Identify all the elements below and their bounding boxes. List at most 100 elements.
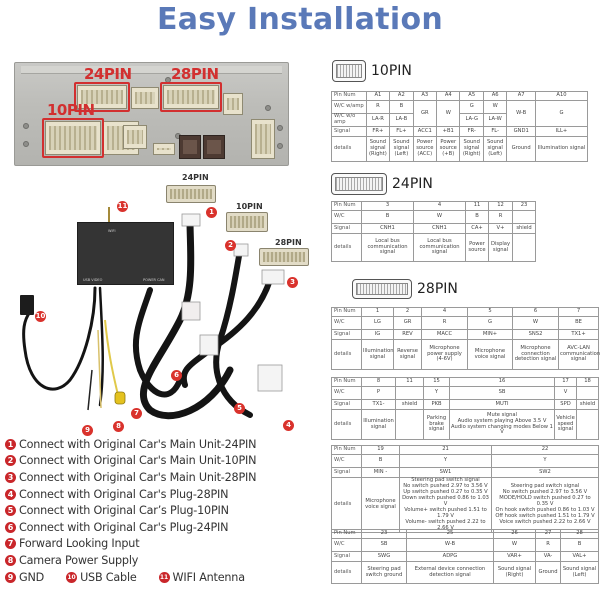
badge-6: 6 (171, 370, 182, 381)
table-cell: LA-B (389, 113, 414, 127)
table-cell: A6 (482, 91, 508, 101)
row-header: Signal (331, 467, 362, 478)
table-cell: Y (399, 454, 492, 468)
caption-24pin: 24PIN (182, 173, 209, 182)
badge-11: 11 (117, 201, 128, 212)
table-cell: 2 (393, 307, 422, 317)
table-cell: Microphone connection detection signal (512, 339, 559, 370)
table-cell: FR- (459, 126, 484, 137)
screw-icon (265, 105, 271, 111)
table-cell: 21 (399, 445, 492, 455)
highlight-28pin (160, 82, 222, 112)
table-cell: Sound signal (Left) (560, 561, 599, 584)
table-cell: 3 (361, 201, 414, 211)
row-header: details (331, 409, 362, 440)
badge-5: 5 (234, 403, 245, 414)
table-cell: B (465, 210, 489, 224)
usb-cable (22, 286, 97, 391)
table-cell: MIN+ (467, 329, 513, 340)
row-header: details (331, 477, 362, 533)
connector-28pin-icon (352, 279, 412, 299)
connector-24pin-photo (166, 185, 216, 203)
number-badge-icon: 1 (5, 438, 16, 450)
legend-text: USB Cable (80, 570, 137, 584)
table-cell: P (361, 386, 396, 400)
table-row: details Sound signal (Right)Sound signal … (331, 136, 589, 162)
port (251, 119, 275, 159)
caption-28pin: 28PIN (275, 238, 302, 247)
table-cell: Sound signal (Left) (482, 136, 508, 162)
row-header: details (331, 136, 367, 162)
legend-text: Camera Power Supply (19, 553, 139, 567)
gnd-wire (87, 369, 93, 411)
table-cell: IG (361, 329, 394, 340)
table-cell: W (436, 100, 461, 127)
table-cell: 7 (558, 307, 599, 317)
table-cell: W-B (406, 538, 494, 552)
table-cell: FR+ (365, 126, 391, 137)
table-cell: 23 (361, 529, 407, 539)
legend-text: WIFI Antenna (172, 570, 246, 584)
port (203, 135, 225, 159)
table-cell: 12 (488, 201, 513, 211)
port (223, 93, 243, 115)
table-cell: Local bus communication signal (361, 233, 414, 262)
table-cell: SNS2 (512, 329, 559, 340)
number-badge-icon: 9 (5, 571, 16, 583)
row-header: Pin Num (331, 529, 362, 539)
table-cell: V+ (488, 223, 513, 234)
table-cell: 16 (449, 377, 555, 387)
table-cell: Illumination signal (361, 409, 396, 440)
power-wire (97, 329, 102, 409)
main-10pin-connector (233, 243, 249, 257)
yellow-wire (104, 319, 119, 396)
pin24-title: 24PIN (392, 176, 433, 192)
table-cell: shield (512, 223, 536, 234)
table-cell: Y (423, 386, 450, 400)
table-cell: W (413, 210, 466, 224)
port (123, 125, 147, 149)
harness-cable-main (132, 287, 183, 398)
port (131, 87, 159, 109)
table-cell: Sound signal (Right) (459, 136, 484, 162)
module-label-wifi: WIFI (108, 229, 116, 233)
table-cell: GR (412, 100, 438, 127)
table-cell (576, 386, 599, 400)
table-cell: FL- (482, 126, 508, 137)
table-cell: REV (393, 329, 422, 340)
row-header: Signal (331, 329, 362, 340)
table-cell: Illumination signal (361, 339, 394, 370)
pin24-header: 24PIN (331, 173, 433, 195)
number-badge-icon: 4 (5, 488, 16, 500)
screw-icon (23, 141, 29, 147)
number-badge-icon: 3 (5, 471, 16, 483)
table-cell (512, 233, 536, 262)
main-28pin-connector (261, 269, 285, 285)
table-cell: VA- (535, 551, 561, 562)
connector-28pin-photo (259, 248, 309, 266)
table-cell: Sound signal (Right) (493, 561, 536, 584)
badge-4: 4 (283, 420, 294, 431)
table-cell: V (554, 386, 577, 400)
wiring-harness-illustration (20, 213, 285, 420)
table-cell: SW1 (399, 467, 492, 478)
interface-module-box: WIFI USB VIDEO POWER CAN (77, 222, 174, 285)
table-cell: shield (576, 399, 599, 410)
table-cell: Parking brake signal (423, 409, 450, 440)
table-cell: LA-G (459, 113, 484, 127)
